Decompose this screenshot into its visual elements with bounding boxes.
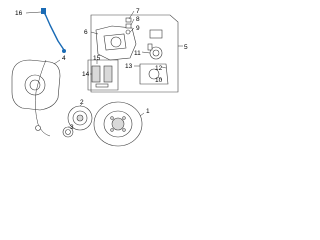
leader-lines bbox=[25, 10, 183, 128]
callout-15: 15 bbox=[93, 55, 101, 62]
callout-10: 10 bbox=[155, 77, 163, 84]
caliper-group-box bbox=[90, 14, 179, 93]
wheel-speed-sensor[interactable] bbox=[41, 8, 66, 53]
backing-plate bbox=[11, 59, 61, 111]
sensor-connector-highlight bbox=[41, 8, 46, 14]
callout-3: 3 bbox=[70, 124, 74, 131]
brake-assembly-diagram: 16 7 8 9 6 5 11 12 10 15 14 13 4 2 3 1 bbox=[11, 8, 188, 147]
callout-6: 6 bbox=[84, 29, 88, 36]
sensor-cable-highlight bbox=[43, 11, 65, 51]
callout-9: 9 bbox=[136, 25, 140, 32]
callout-8: 8 bbox=[136, 16, 140, 23]
callout-14: 14 bbox=[82, 71, 90, 78]
callout-7: 7 bbox=[136, 8, 140, 15]
callout-11: 11 bbox=[134, 50, 141, 57]
sensor-head-highlight bbox=[62, 49, 66, 53]
callout-labels: 16 7 8 9 6 5 11 12 10 15 14 13 4 2 3 1 bbox=[15, 8, 188, 131]
callout-4: 4 bbox=[62, 55, 66, 62]
callout-13: 13 bbox=[125, 63, 133, 70]
brake-disc bbox=[93, 101, 143, 147]
callout-16: 16 bbox=[15, 10, 23, 17]
callout-5: 5 bbox=[184, 44, 188, 51]
callout-1: 1 bbox=[146, 108, 150, 115]
abs-harness bbox=[35, 59, 51, 137]
caliper-housing bbox=[139, 29, 169, 85]
caliper-assembly bbox=[95, 17, 137, 61]
callout-12: 12 bbox=[155, 65, 163, 72]
brake-pads bbox=[87, 59, 119, 91]
hub-bearing bbox=[62, 105, 93, 138]
callout-2: 2 bbox=[80, 99, 84, 106]
